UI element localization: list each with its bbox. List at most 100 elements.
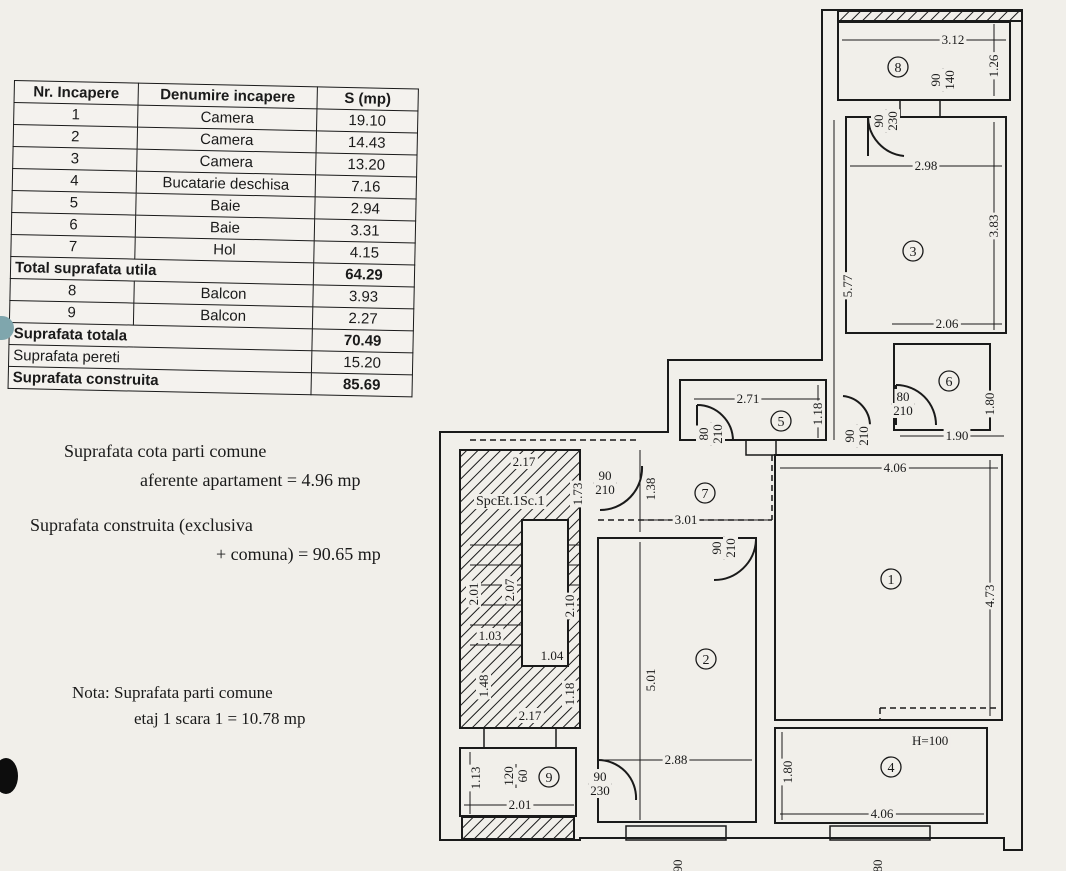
nota-line1: Nota: Suprafata parti comune [72,683,273,702]
label-backdrop [910,733,951,748]
room-marker-9: 9 [538,766,560,788]
label-backdrop [591,769,609,784]
room-3-outline [845,116,1007,334]
label-backdrop [510,454,538,469]
dim-2-71: 2.71 [737,391,760,406]
room-marker-5: 5 [770,410,792,432]
dim-1-90: 1.90 [946,428,969,443]
room-marker-3-label: 3 [910,245,917,260]
door-label: 90 210 [593,468,617,497]
label-backdrop [506,797,534,812]
label-backdrop [562,592,577,620]
room-marker-1: 1 [880,568,902,590]
door-label: 90 230 [871,109,900,133]
label-backdrop [662,752,690,767]
svg-text:230: 230 [590,783,610,798]
label-backdrop [842,427,857,445]
label-backdrop [810,400,825,428]
door-swings [596,116,937,801]
svg-text:120: 120 [501,766,516,786]
label-backdrop [912,158,940,173]
label-backdrop [871,112,886,130]
svg-text:90: 90 [842,430,857,443]
label-backdrop [723,536,738,560]
label-backdrop [894,389,912,404]
label-backdrop [780,758,795,786]
svg-text:90: 90 [709,542,724,555]
vertical-dimension-texts: 1.26 3.83 5.77 1.80 1.18 4.73 1.38 5.01 … [466,52,1001,792]
dim-1-13: 1.13 [468,767,483,790]
door-label: 90 210 [842,424,871,448]
label-backdrop [468,764,483,792]
dim-2-01-balcony: 2.01 [509,797,532,812]
label-backdrop [562,680,577,708]
room-marker-3: 3 [902,240,924,262]
door-label: 90 210 [709,536,738,560]
door-label: 80 210 [891,389,915,418]
label-backdrop [986,52,1001,80]
label-backdrop [593,482,617,497]
label-backdrop [939,32,967,47]
room-marker-1-label: 1 [888,573,895,588]
label-backdrop [982,582,997,610]
dim-4-06-bottom: 4.06 [871,806,894,821]
svg-text:60: 60 [515,770,530,783]
ink-blot-mark [0,758,18,794]
door-label: 80 210 [696,422,725,446]
svg-text:90: 90 [871,115,886,128]
label-backdrop [933,316,961,331]
room-marker-6-label: 6 [946,375,953,390]
height-label: H=100 [912,733,948,748]
room-marker-2: 2 [695,648,717,670]
label-backdrop [570,480,585,508]
room-4-outline [774,727,988,824]
label-backdrop [515,767,530,785]
room-markers: 8 3 6 5 7 1 2 4 9 [538,56,960,788]
label-backdrop [643,475,658,503]
dim-1-73: 1.73 [570,483,585,506]
room-marker-8-label: 8 [895,61,902,76]
dim-1-38: 1.38 [643,478,658,501]
label-backdrop [476,628,504,643]
dim-5-01: 5.01 [643,669,658,692]
binder-hole-mark [0,316,14,340]
svg-text:210: 210 [856,426,871,446]
built-area-note-line1: Suprafata construita (exclusiva [30,515,253,535]
dim-2-10: 2.10 [562,595,577,618]
dim-4-06-top: 4.06 [884,460,907,475]
label-backdrop [670,857,685,871]
room-marker-7: 7 [694,482,716,504]
bottom-mark-right: 80 [870,860,885,871]
dim-2-17-top: 2.17 [513,454,536,469]
svg-text:90: 90 [594,769,607,784]
dim-2-01-stair: 2.01 [466,583,481,606]
label-backdrop [596,468,614,483]
common-area-note-line1: Suprafata cota parti comune [64,441,267,461]
label-backdrop [943,428,971,443]
room-marker-4: 4 [880,756,902,778]
dim-2-98: 2.98 [915,158,938,173]
nota-line2: etaj 1 scara 1 = 10.78 mp [134,709,306,728]
room-marker-2-label: 2 [703,653,710,668]
label-backdrop [856,424,871,448]
stair-label: SpcEt.1Sc.1 [476,494,544,509]
dim-2-06: 2.06 [936,316,959,331]
label-backdrop [474,494,547,509]
dim-4-73: 4.73 [982,585,997,608]
label-backdrop [643,666,658,694]
dim-1-03: 1.03 [479,628,502,643]
common-area-note-line2: aferente apartament = 4.96 mp [140,470,361,490]
dim-1-48: 1.48 [476,675,491,698]
svg-text:230: 230 [885,111,900,131]
dim-1-04: 1.04 [541,648,564,663]
balcony-9-rail-hatch [461,816,575,840]
label-backdrop [891,403,915,418]
built-area-note-line2: + comuna) = 90.65 mp [216,544,381,564]
dim-3-01: 3.01 [675,512,698,527]
dim-1-18-top: 1.18 [810,403,825,426]
windows [483,99,941,841]
stair-well [521,519,569,667]
svg-text:90: 90 [599,468,612,483]
room-marker-8: 8 [887,56,909,78]
